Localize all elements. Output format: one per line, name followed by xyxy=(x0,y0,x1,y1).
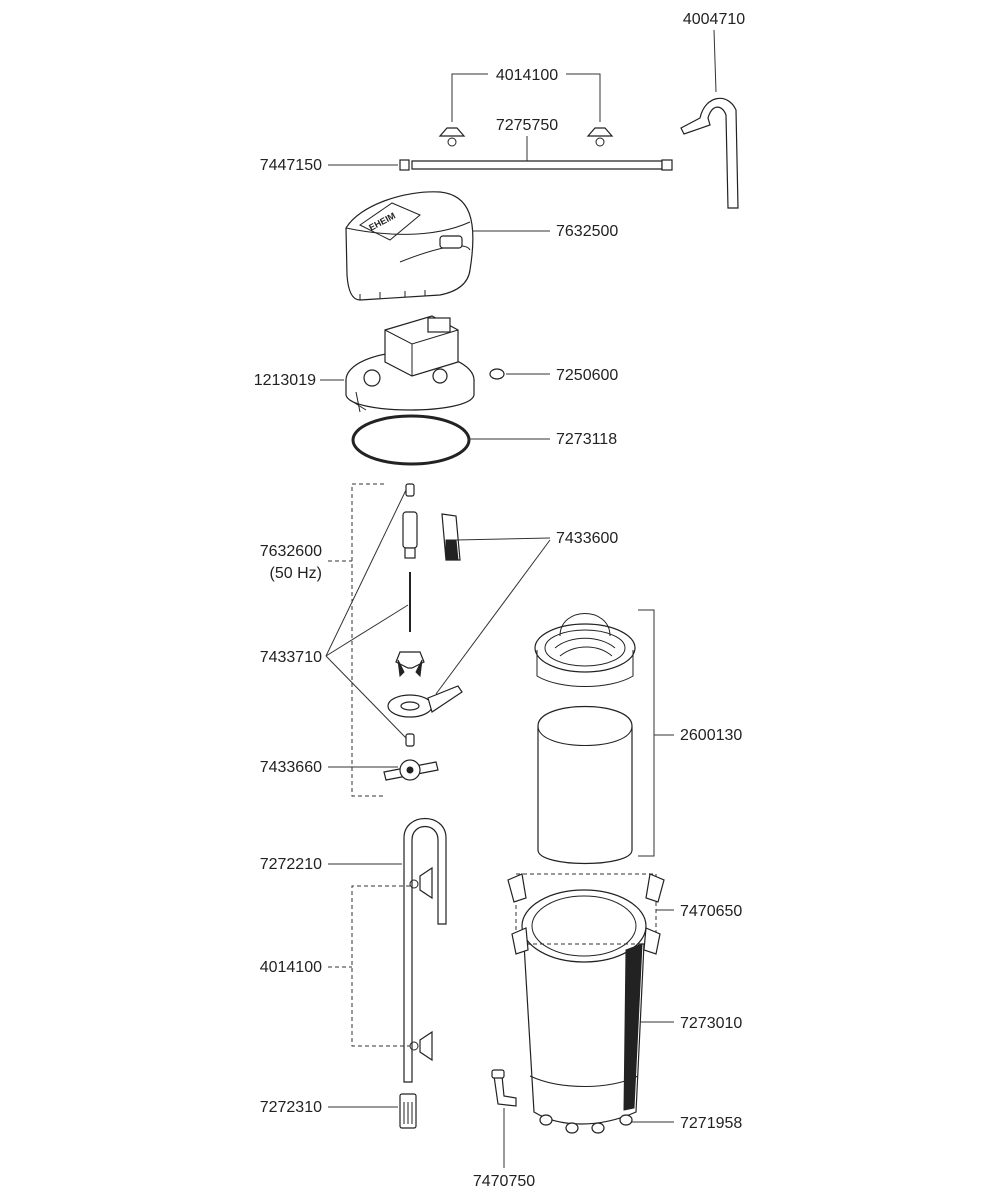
label-7272310: 7272310 xyxy=(260,1099,322,1116)
leader-4004710 xyxy=(713,29,717,93)
label-50hz: (50 Hz) xyxy=(270,565,322,582)
label-7632600: 7632600 xyxy=(260,543,322,560)
impeller-vanes xyxy=(395,651,425,678)
leader-4014100-top-left xyxy=(451,73,488,122)
label-1213019: 1213019 xyxy=(254,372,316,389)
impeller-magnet xyxy=(402,511,418,559)
leader-4014100-top-right xyxy=(566,73,601,122)
clip-left-lower xyxy=(511,927,529,955)
label-7275750: 7275750 xyxy=(496,117,558,134)
leader-7433600-b xyxy=(435,539,551,695)
filter-canister-insert xyxy=(537,706,633,865)
label-7272210: 7272210 xyxy=(260,856,322,873)
bracket-4014100-bottom xyxy=(351,885,410,1047)
label-4004710: 4004710 xyxy=(683,11,745,28)
intake-strainer xyxy=(399,1093,417,1129)
bracket-7632600 xyxy=(351,483,384,797)
pump-head-cover: EHEIM xyxy=(345,191,474,301)
pump-head xyxy=(345,315,475,413)
impeller-support xyxy=(383,759,439,781)
label-7433660: 7433660 xyxy=(260,759,322,776)
sealing-ring xyxy=(351,414,471,466)
rubber-buffer-flap xyxy=(441,513,461,561)
filter-basket-lid xyxy=(534,613,636,687)
canister-container xyxy=(521,889,647,1125)
bearing-bush-top xyxy=(405,483,415,497)
clip-right-lower xyxy=(643,927,661,955)
label-7433710: 7433710 xyxy=(260,649,322,666)
spray-bar xyxy=(399,159,673,171)
label-7433600: 7433600 xyxy=(556,530,618,547)
leader-7433710-a xyxy=(325,489,407,657)
label-7273010: 7273010 xyxy=(680,1015,742,1032)
clip-left-upper xyxy=(507,873,527,903)
label-7632500: 7632500 xyxy=(556,223,618,240)
suction-cup-bottom-upper xyxy=(409,866,433,900)
clip-right-upper xyxy=(645,873,665,903)
suction-cup-top-right xyxy=(586,127,614,147)
label-4014100-bottom: 4014100 xyxy=(260,959,322,976)
canister-feet xyxy=(539,1114,633,1134)
suction-cup-bottom-lower xyxy=(409,1030,433,1062)
label-7250600: 7250600 xyxy=(556,367,618,384)
label-7447150: 7447150 xyxy=(260,157,322,174)
label-7271958: 7271958 xyxy=(680,1115,742,1132)
label-7470650: 7470650 xyxy=(680,903,742,920)
o-ring-small xyxy=(489,368,505,380)
suction-cup-top-left xyxy=(438,127,466,147)
label-4014100-top: 4014100 xyxy=(496,67,558,84)
bearing-bush-bottom xyxy=(405,733,415,747)
label-2600130: 2600130 xyxy=(680,727,742,744)
outlet-bend-pipe xyxy=(680,97,739,209)
intake-tube xyxy=(403,817,447,1083)
leader-7433710-c xyxy=(325,655,407,739)
label-7470750: 7470750 xyxy=(473,1173,535,1190)
bracket-2600130 xyxy=(638,609,655,857)
leader-7433710-b xyxy=(325,604,409,657)
label-7273118: 7273118 xyxy=(556,431,617,448)
leader-7433600-a xyxy=(455,537,551,541)
drain-elbow xyxy=(491,1069,517,1107)
impeller-cover-plate xyxy=(387,685,463,718)
